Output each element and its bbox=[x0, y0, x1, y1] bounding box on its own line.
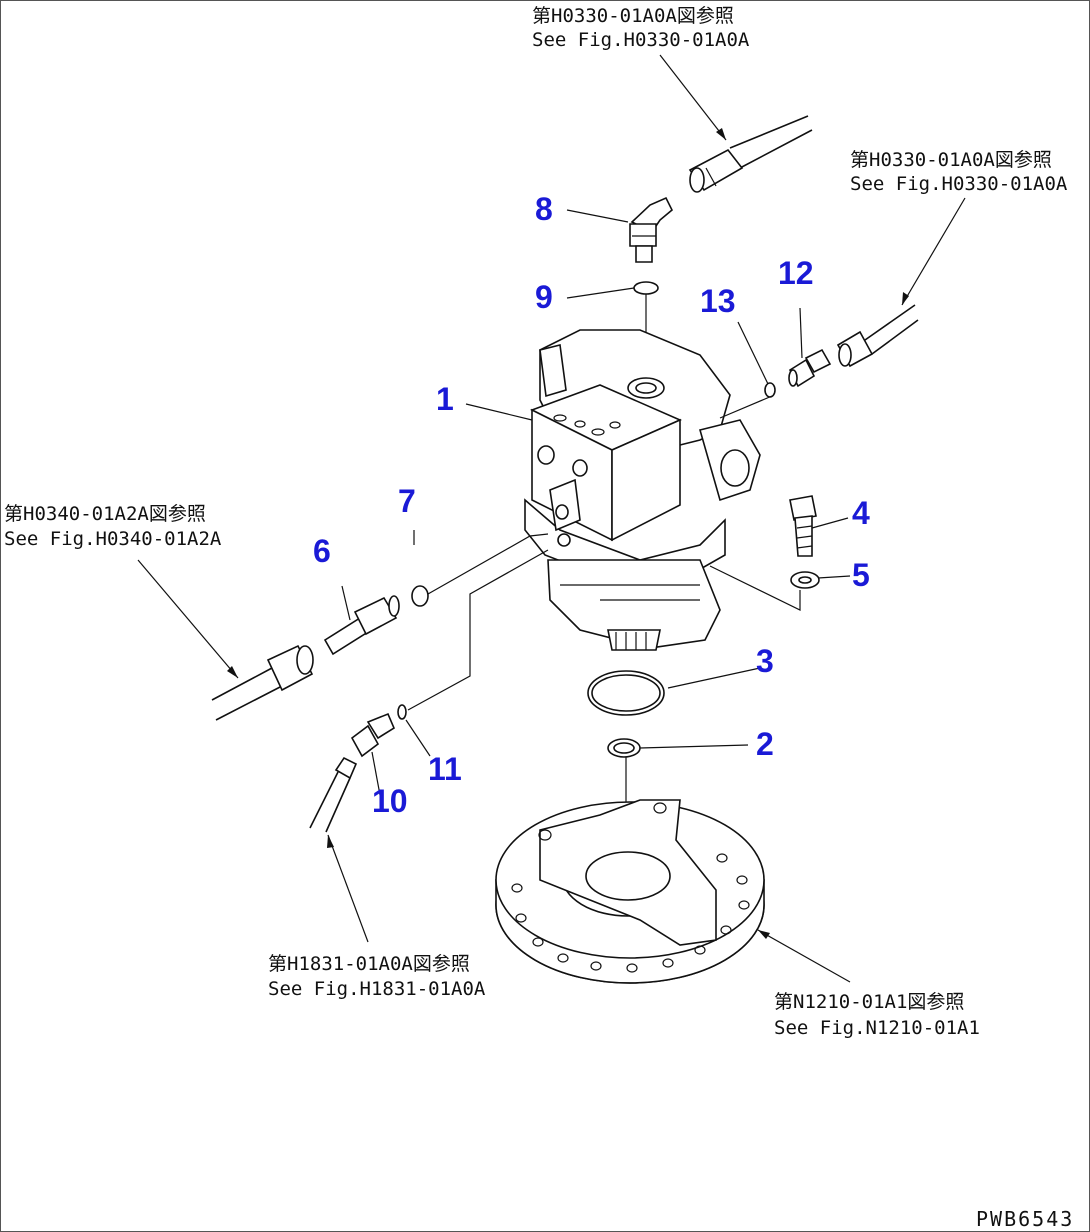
leader-top-ref bbox=[659, 54, 727, 141]
leader-right-ref bbox=[901, 197, 966, 306]
part-number-6: 6 bbox=[313, 533, 331, 569]
part-number-13: 13 bbox=[700, 283, 736, 319]
ref-right-en: See Fig.H0330-01A0A bbox=[850, 173, 1068, 195]
hose-left bbox=[211, 644, 314, 721]
part-number-5: 5 bbox=[852, 557, 870, 593]
o-ring-7 bbox=[411, 585, 429, 607]
ref-top-jp: 第H0330-01A0A図参照 bbox=[532, 5, 734, 27]
ref-bottom-left-en: See Fig.H1831-01A0A bbox=[268, 978, 486, 1000]
fitting-6 bbox=[323, 595, 400, 656]
swing-motor-1 bbox=[524, 329, 761, 651]
part-number-4: 4 bbox=[852, 495, 870, 531]
part-number-8: 8 bbox=[535, 191, 553, 227]
part-number-2: 2 bbox=[756, 726, 774, 762]
o-ring-13 bbox=[764, 382, 776, 398]
drawing-code: PWB6543 bbox=[976, 1207, 1074, 1231]
washer-5 bbox=[790, 571, 820, 589]
o-ring-11 bbox=[397, 704, 407, 720]
ref-left-en: See Fig.H0340-01A2A bbox=[4, 528, 222, 550]
ref-bottom-left-jp: 第H1831-01A0A図参照 bbox=[268, 953, 470, 975]
leader-lines bbox=[341, 209, 851, 796]
fitting-12 bbox=[788, 348, 832, 388]
part-number-1: 1 bbox=[436, 381, 454, 417]
hose-top bbox=[688, 115, 813, 193]
ref-left-jp: 第H0340-01A2A図参照 bbox=[4, 503, 206, 525]
leader-left-ref bbox=[137, 559, 239, 679]
part-number-11: 11 bbox=[428, 751, 462, 787]
part-number-12: 12 bbox=[778, 255, 814, 291]
hose-right bbox=[836, 304, 919, 368]
elbow-fitting-10 bbox=[350, 712, 396, 758]
ref-bottom-right-en: See Fig.N1210-01A1 bbox=[774, 1017, 980, 1039]
ref-bottom-right-jp: 第N1210-01A1図参照 bbox=[774, 991, 964, 1013]
leader-bottom-left-ref bbox=[327, 834, 369, 943]
o-ring-9 bbox=[633, 281, 659, 295]
leader-bottom-right-ref bbox=[757, 929, 851, 983]
ref-right-jp: 第H0330-01A0A図参照 bbox=[850, 149, 1052, 171]
elbow-fitting-8 bbox=[629, 196, 673, 263]
ref-top-en: See Fig.H0330-01A0A bbox=[532, 29, 750, 51]
part-number-7: 7 bbox=[398, 483, 416, 519]
mounting-flange bbox=[495, 799, 765, 984]
hose-bottom-left bbox=[309, 756, 358, 833]
part-number-3: 3 bbox=[756, 643, 774, 679]
part-number-9: 9 bbox=[535, 279, 553, 315]
part-number-10: 10 bbox=[372, 783, 408, 819]
bolt-4 bbox=[789, 495, 817, 557]
